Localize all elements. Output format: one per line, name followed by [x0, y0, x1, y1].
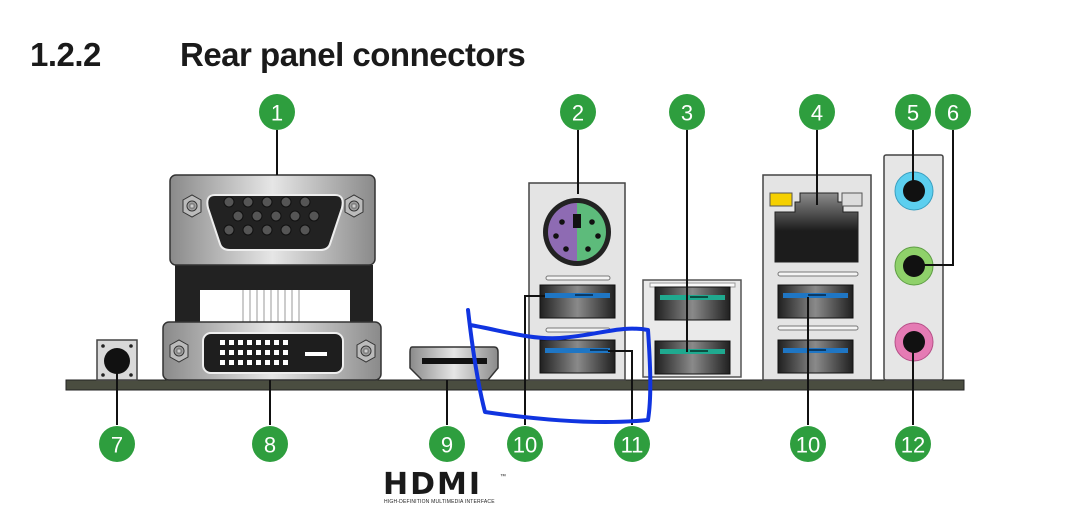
vga-dvi-stack — [162, 174, 382, 381]
callout-badge-circle — [895, 426, 931, 462]
callout-badge-4: 4 — [799, 94, 835, 130]
callout-badge-circle — [252, 426, 288, 462]
callout-badge-12: 12 — [895, 426, 931, 462]
callout-badge-circle — [614, 426, 650, 462]
callout-badge-5: 5 — [895, 94, 931, 130]
callout-badge-11: 11 — [614, 426, 650, 462]
usb3-port-lan-lower — [777, 339, 854, 374]
callout-badge-label: 12 — [901, 433, 925, 458]
usb-port-lower — [654, 340, 731, 375]
callout-badge-circle — [259, 94, 295, 130]
usb3-port-lower — [539, 339, 616, 374]
usb-port-upper — [654, 286, 731, 321]
callout-badge-10b: 10 — [790, 426, 826, 462]
callout-badge-label: 10 — [513, 433, 537, 458]
callout-badge-8: 8 — [252, 426, 288, 462]
usb-dual-stack — [642, 279, 742, 378]
callout-badge-1: 1 — [259, 94, 295, 130]
callout-badge-circle — [507, 426, 543, 462]
callout-badge-2: 2 — [560, 94, 596, 130]
callout-badge-label: 7 — [111, 433, 123, 458]
callout-badge-circle — [429, 426, 465, 462]
callout-badge-label: 9 — [441, 433, 453, 458]
callout-badge-label: 4 — [811, 101, 823, 126]
hdmi-logo: HDMI ™ HIGH-DEFINITION MULTIMEDIA INTERF… — [383, 467, 506, 505]
callout-badge-7: 7 — [99, 426, 135, 462]
callout-badge-label: 1 — [271, 101, 283, 126]
callout-badge-label: 8 — [264, 433, 276, 458]
callout-badge-label: 2 — [572, 101, 584, 126]
leader-lines — [116, 130, 954, 425]
hand-drawn-annotation — [466, 308, 653, 424]
board-edge — [65, 379, 965, 391]
callout-badge-label: 11 — [621, 433, 644, 458]
hdmi-logo-mark: HDMI — [383, 467, 482, 502]
callout-badge-label: 10 — [796, 433, 820, 458]
callout-badge-3: 3 — [669, 94, 705, 130]
callout-badge-label: 3 — [681, 101, 693, 126]
callout-badge-label: 5 — [907, 101, 919, 126]
lan-port — [769, 192, 863, 263]
callout-badge-6: 6 — [935, 94, 971, 130]
callout-badge-circle — [790, 426, 826, 462]
hdmi-trademark: ™ — [500, 473, 506, 480]
callout-badge-circle — [935, 94, 971, 130]
callout-badge-10a: 10 — [507, 426, 543, 462]
section-title: Rear panel connectors — [180, 36, 526, 73]
hdmi-tagline: HIGH-DEFINITION MULTIMEDIA INTERFACE — [384, 499, 495, 505]
usb3-port-lan-upper — [777, 284, 854, 319]
lan-usb-stack — [762, 174, 872, 381]
usb3-port-upper — [539, 284, 616, 319]
callout-badge-circle — [895, 94, 931, 130]
callout-badge-circle — [799, 94, 835, 130]
ps2-usb-stack — [528, 182, 626, 381]
callout-badge-circle — [560, 94, 596, 130]
section-number: 1.2.2 — [30, 36, 101, 73]
ps2-port — [543, 198, 611, 266]
callout-badge-circle — [99, 426, 135, 462]
callout-badge-9: 9 — [429, 426, 465, 462]
callout-badge-circle — [669, 94, 705, 130]
callout-badge-label: 6 — [947, 101, 959, 126]
hdmi-port — [409, 346, 499, 381]
